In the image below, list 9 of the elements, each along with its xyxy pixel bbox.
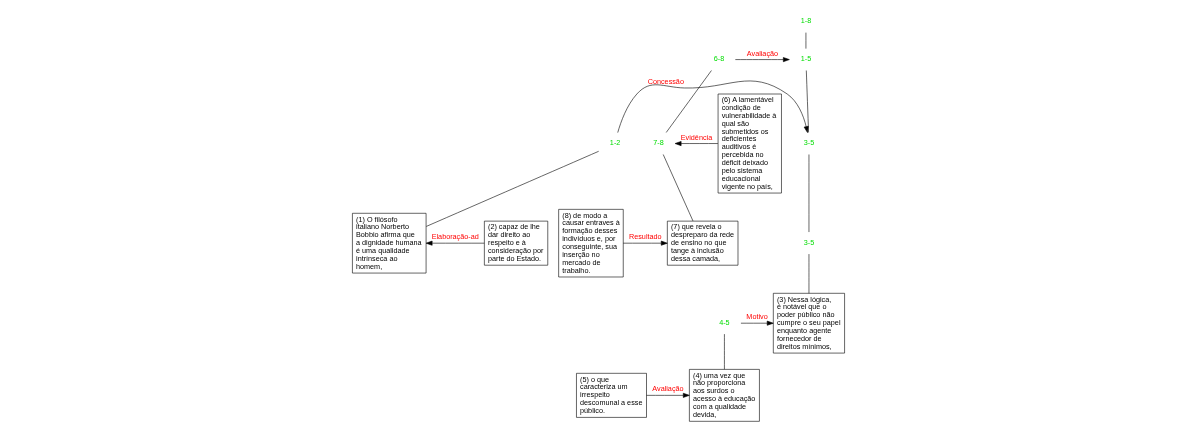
- arrow: [425, 240, 485, 246]
- arrow: [646, 392, 690, 398]
- arrow: [735, 57, 790, 62]
- arrow: [622, 240, 668, 246]
- connector: [665, 70, 712, 133]
- connector: [806, 70, 809, 133]
- arrow: [740, 320, 774, 326]
- arrow: [617, 80, 809, 133]
- arrow: [674, 141, 719, 146]
